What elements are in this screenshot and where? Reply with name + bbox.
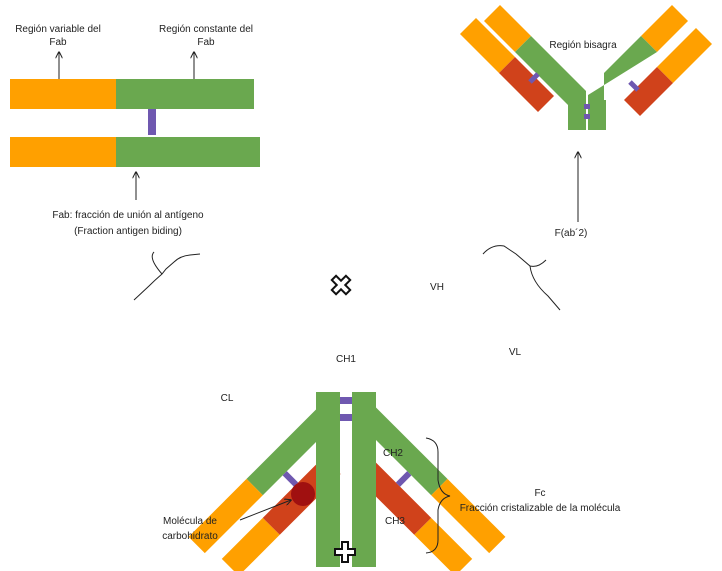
fab2-fragment bbox=[460, 5, 712, 130]
fab2-hinge-bond-1 bbox=[584, 104, 590, 109]
stem-right-chain bbox=[352, 392, 376, 567]
right-heavy-variable bbox=[431, 478, 506, 554]
fc-bracket bbox=[425, 437, 451, 554]
fab2-hinge-bond-2 bbox=[584, 114, 590, 119]
fab2-left-light-constant bbox=[499, 57, 554, 112]
fab2-right-disulfide bbox=[628, 80, 640, 92]
hinge-left-join bbox=[316, 392, 340, 412]
fab2-right-heavy-variable bbox=[641, 5, 688, 52]
carbohydrate-molecule bbox=[291, 482, 315, 506]
fab-variable-label-1: Región variable del bbox=[15, 24, 101, 35]
cl-label: CL bbox=[221, 393, 234, 404]
right-light-variable bbox=[414, 517, 473, 571]
fab2-right-light-constant bbox=[624, 67, 673, 116]
carbohydrate-label-2: carbohidrato bbox=[162, 531, 218, 542]
fab-constant-label-2: Fab bbox=[197, 37, 215, 48]
left-light-variable bbox=[221, 517, 280, 571]
fab-caption-2: (Fraction antigen biding) bbox=[74, 226, 182, 237]
vh-label: VH bbox=[430, 282, 444, 293]
left-heavy-variable bbox=[188, 478, 263, 554]
fab-variable-label-2: Fab bbox=[49, 37, 67, 48]
fab-disulfide-bond bbox=[148, 109, 156, 135]
fab2-left-heavy-variable bbox=[484, 5, 531, 52]
carbohydrate-label-1: Molécula de bbox=[163, 516, 217, 527]
plus-icon bbox=[334, 541, 356, 563]
right-disulfide bbox=[395, 471, 412, 487]
hinge-bond-2 bbox=[340, 414, 352, 421]
stem-left-chain bbox=[316, 392, 340, 567]
fab-bracket bbox=[133, 251, 201, 301]
fab2-right-light-variable bbox=[657, 28, 712, 83]
fab2-left-disulfide bbox=[528, 72, 540, 84]
fab-heavy-variable bbox=[10, 79, 116, 109]
antibody-molecule bbox=[188, 392, 506, 571]
fab-light-constant bbox=[116, 137, 260, 167]
x-cut-icon bbox=[330, 274, 352, 296]
fab2-left-heavy-constant bbox=[515, 36, 586, 114]
left-disulfide bbox=[282, 471, 299, 487]
fc-label-1: Fc bbox=[534, 488, 545, 499]
carbohydrate-arrow bbox=[239, 500, 291, 521]
fab2-hinge-right bbox=[588, 100, 606, 130]
ch2-label: CH2 bbox=[383, 448, 403, 459]
fab2-left-light-variable bbox=[460, 18, 515, 73]
fab2-caption: F(ab´2) bbox=[555, 227, 588, 239]
ch1-label: CH1 bbox=[336, 354, 356, 365]
fc-label-2: Fracción cristalizable de la molécula bbox=[460, 503, 621, 514]
fab-heavy-constant bbox=[116, 79, 254, 109]
fab2-hinge-label: Región bisagra bbox=[549, 40, 617, 51]
ch3-label: CH3 bbox=[385, 516, 405, 527]
fab-caption-1: Fab: fracción de unión al antígeno bbox=[52, 210, 204, 221]
fab-light-variable bbox=[10, 137, 116, 167]
vl-label: VL bbox=[509, 347, 522, 358]
fab-fragment bbox=[10, 79, 260, 167]
fab2-right-heavy-constant bbox=[588, 36, 657, 114]
fab2-hinge-left bbox=[568, 100, 586, 130]
hinge-bond-1 bbox=[340, 397, 352, 404]
fab2-bracket bbox=[482, 245, 561, 311]
fab-constant-label-1: Región constante del bbox=[159, 24, 253, 35]
